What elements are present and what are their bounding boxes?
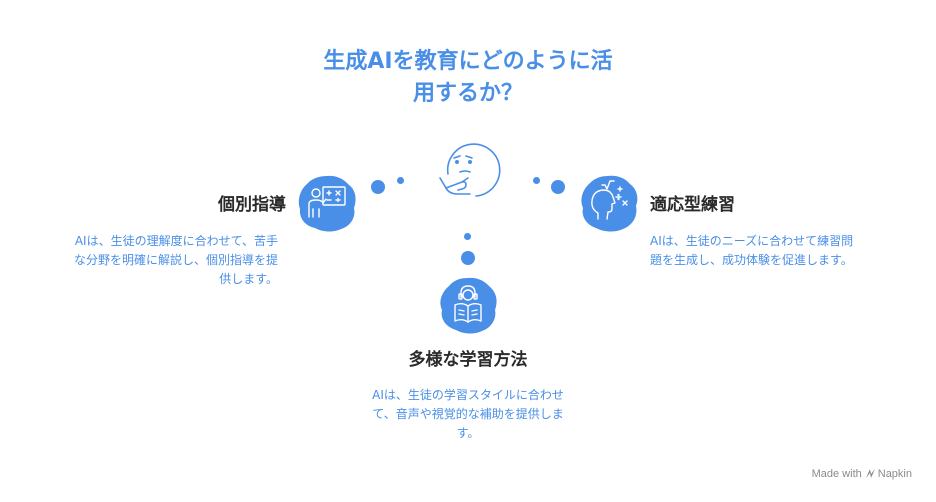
thinking-face-icon (439, 143, 501, 197)
reading-headphones-icon (440, 277, 497, 334)
connector-dot-right-small (533, 177, 540, 184)
right-description-line-1: AIは、生徒のニーズに合わせて練習問 (650, 234, 854, 248)
teacher-blackboard-icon (298, 175, 356, 232)
right-description: AIは、生徒のニーズに合わせて練習問 題を生成し、成功体験を促進します。 (650, 232, 920, 270)
bottom-description: AIは、生徒の学習スタイルに合わせ て、音声や視覚的な補助を提供しま す。 (340, 386, 596, 443)
bottom-description-line-2: て、音声や視覚的な補助を提供しま (372, 407, 564, 421)
left-description-line-3: 供します。 (219, 272, 278, 286)
napkin-watermark[interactable]: Made with Napkin (812, 468, 912, 480)
page-title: 生成AIを教育にどのように活 用するか？ (268, 46, 668, 110)
bottom-description-line-1: AIは、生徒の学習スタイルに合わせ (372, 388, 564, 402)
left-description: AIは、生徒の理解度に合わせて、苦手 な分野を明確に解説し、個別指導を提 供しま… (28, 232, 278, 289)
connector-dot-right-large (551, 180, 565, 194)
connector-dot-bottom-small (464, 233, 471, 240)
title-line-2: 用するか？ (412, 81, 523, 106)
head-math-symbols-icon (581, 175, 638, 232)
left-description-line-1: AIは、生徒の理解度に合わせて、苦手 (74, 234, 278, 248)
title-line-1: 生成AIを教育にどのように活 (323, 49, 613, 74)
connector-dot-bottom-large (461, 251, 475, 265)
napkin-logo-icon (865, 469, 875, 478)
bottom-heading: 多様な学習方法 (408, 350, 528, 370)
right-description-line-2: 題を生成し、成功体験を促進します。 (650, 253, 853, 267)
watermark-brand: Napkin (877, 468, 912, 480)
left-description-line-2: な分野を明確に解説し、個別指導を提 (73, 253, 278, 267)
connector-dot-left-large (371, 180, 385, 194)
watermark-prefix: Made with (811, 468, 862, 480)
left-heading: 個別指導 (218, 195, 286, 215)
right-heading: 適応型練習 (650, 195, 735, 215)
bottom-description-line-3: す。 (456, 426, 480, 440)
connector-dot-left-small (397, 177, 404, 184)
